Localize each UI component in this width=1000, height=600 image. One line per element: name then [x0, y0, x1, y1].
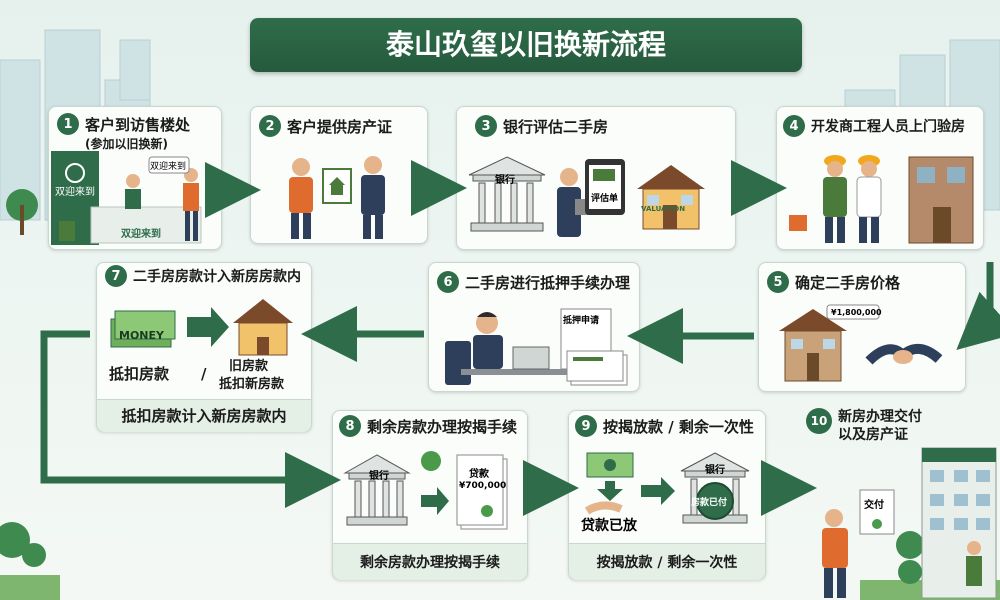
step-9-footer: 按揭放款 / 剩余一次性 — [569, 543, 765, 580]
inspection-illustration — [789, 155, 974, 244]
step-7-card: 7 二手房房款计入新房房款内 MONEY 抵扣房款 / 旧房款 抵扣新房款 抵扣… — [96, 262, 312, 432]
bank-label: 银行 — [495, 175, 515, 186]
slash-separator: / — [201, 365, 207, 383]
valuation-house-label: VALUATION — [641, 205, 686, 213]
step-2-card: 2 客户提供房产证 — [250, 106, 428, 244]
step-number: 7 — [105, 265, 127, 287]
step-title: 剩余房款办理按揭手续 — [367, 417, 518, 436]
step-9-card: 9 按揭放款 / 剩余一次性 银行 贷款已放 房款已付 按揭放款 / 剩余一次性 — [568, 410, 766, 580]
delivery-illustration — [822, 447, 997, 599]
step-number: 2 — [259, 115, 281, 137]
offset-new-house-caption: 抵扣新房款 — [219, 377, 285, 392]
price-tag: ¥1,800,000 — [831, 308, 882, 317]
step-title: 客户到访售楼处 — [85, 115, 191, 134]
step-1-card: 1 客户到访售楼处 (参加以旧换新) 双迎来到 双迎来到 双迎来到 — [48, 106, 222, 250]
welcome-sign-desk: 双迎来到 — [121, 229, 161, 240]
footer-caption: 按揭放款 / 剩余一次性 — [596, 555, 738, 571]
loan-released-caption: 贷款已放 — [581, 518, 637, 534]
step-title: 开发商工程人员上门验房 — [811, 119, 965, 135]
offset-caption: 抵扣房款 — [109, 365, 170, 383]
bank-label: 银行 — [369, 471, 389, 482]
delivery-doc-label: 交付 — [864, 500, 884, 511]
step-10-block: 10 新房办理交付 以及房产证 交付 — [800, 404, 1000, 600]
step-title-line-2: 以及房产证 — [838, 427, 908, 443]
step-title: 客户提供房产证 — [287, 117, 393, 136]
price-handshake-illustration — [779, 304, 943, 382]
step-6-card: 6 二手房进行抵押手续办理 抵押申请 — [428, 262, 640, 392]
step-4-card: 4 开发商工程人员上门验房 — [776, 106, 984, 250]
footer-caption: 抵扣房款计入新房房款内 — [121, 407, 287, 425]
paid-stamp: 房款已付 — [691, 498, 728, 508]
step-8-card: 8 剩余房款办理按揭手续 银行 贷款 ¥700,000 剩余房款办理按揭手续 — [332, 410, 528, 580]
welcome-sign-bubble: 双迎来到 — [150, 162, 187, 172]
page-title: 泰山玖玺以旧换新流程 — [250, 18, 802, 72]
step-number: 1 — [57, 113, 79, 135]
step-number: 6 — [437, 271, 459, 293]
offset-payment-illustration — [110, 299, 293, 356]
welcome-sign-wall: 双迎来到 — [55, 187, 95, 198]
step-number: 9 — [575, 415, 597, 437]
old-house-payment-caption: 旧房款 — [229, 359, 269, 374]
step-number: 5 — [767, 271, 789, 293]
step-3-card: 3 银行评估二手房 银行 评估单 VALUATION — [456, 106, 736, 250]
mortgage-processing-illustration — [445, 308, 628, 386]
step-title-line-1: 新房办理交付 — [838, 409, 922, 425]
loan-release-illustration — [584, 452, 750, 524]
footer-caption: 剩余房款办理按揭手续 — [360, 555, 500, 571]
step-title: 二手房房款计入新房房款内 — [133, 269, 301, 285]
step-8-footer: 剩余房款办理按揭手续 — [333, 543, 527, 580]
bank-label: 银行 — [705, 465, 725, 476]
step-title: 银行评估二手房 — [503, 117, 609, 136]
step-number: 3 — [475, 115, 497, 137]
bank-valuation-illustration — [468, 156, 705, 237]
sales-office-illustration — [51, 151, 202, 245]
mortgage-bank-illustration — [343, 451, 508, 530]
money-label: MONEY — [119, 329, 164, 342]
loan-doc-title: 贷款 — [469, 469, 489, 480]
step-7-footer: 抵扣房款计入新房房款内 — [97, 399, 311, 432]
handover-deed-illustration — [289, 156, 385, 239]
step-5-card: 5 确定二手房价格 ¥1,800,000 — [758, 262, 966, 392]
loan-doc-amount: ¥700,000 — [459, 481, 507, 491]
step-number: 8 — [339, 415, 361, 437]
step-title: 二手房进行抵押手续办理 — [465, 273, 631, 292]
step-number: 4 — [783, 115, 805, 137]
step-title: 按揭放款 / 剩余一次性 — [603, 417, 754, 436]
mortgage-application-label: 抵押申请 — [563, 316, 600, 326]
step-number: 10 — [806, 408, 832, 434]
step-subtitle: (参加以旧换新) — [85, 137, 168, 151]
valuation-sheet-label: 评估单 — [591, 194, 619, 204]
step-title: 确定二手房价格 — [795, 273, 901, 292]
